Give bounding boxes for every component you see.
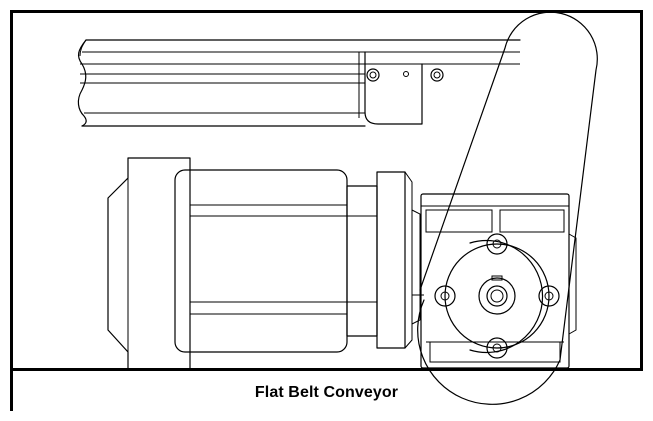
bolt-icon	[430, 68, 444, 82]
mounting-bracket	[358, 51, 444, 125]
figure-caption: Flat Belt Conveyor	[254, 384, 399, 401]
output-shaft	[478, 277, 516, 315]
hole-icon	[403, 71, 409, 77]
motor-body	[107, 157, 424, 371]
bolt-icon	[366, 68, 380, 82]
conveyor-rail	[77, 39, 521, 127]
output-flange	[444, 243, 550, 349]
figure-frame	[10, 10, 643, 411]
belt-guard	[417, 11, 598, 405]
gearbox	[420, 193, 577, 369]
